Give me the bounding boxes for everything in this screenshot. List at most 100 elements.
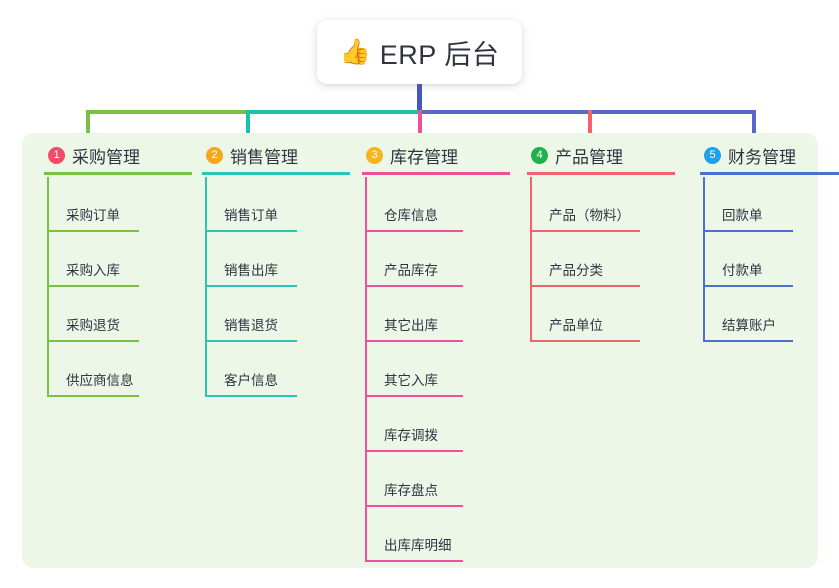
module-item-rule — [205, 395, 297, 397]
trunk-connector — [417, 84, 422, 114]
column-title-2: 销售管理 — [230, 147, 298, 167]
module-item[interactable]: 出库库明细 — [354, 507, 519, 562]
column-header-rule-4 — [527, 172, 675, 175]
module-item[interactable]: 供应商信息 — [36, 342, 196, 397]
column-items-5: 回款单付款单结算账户 — [692, 177, 832, 342]
module-item-label: 销售出库 — [224, 263, 278, 278]
module-item[interactable]: 产品库存 — [354, 232, 519, 287]
column-spine-4 — [530, 177, 532, 342]
module-item[interactable]: 库存调拨 — [354, 397, 519, 452]
module-column-5: 5 财务管理回款单付款单结算账户 — [692, 133, 839, 342]
module-item-rule — [47, 285, 139, 287]
module-item-label: 出库库明细 — [384, 538, 452, 553]
column-badge-1: 1 — [48, 146, 65, 164]
column-items-1: 采购订单采购入库采购退货供应商信息 — [36, 177, 196, 397]
diagram-title-card: 👍 ERP 后台 — [317, 20, 522, 84]
module-item-label: 销售退货 — [224, 318, 278, 333]
module-item-label: 客户信息 — [224, 373, 278, 388]
module-item-label: 采购退货 — [66, 318, 120, 333]
module-item[interactable]: 销售出库 — [194, 232, 354, 287]
module-column-1: 1 采购管理采购订单采购入库采购退货供应商信息 — [36, 133, 196, 397]
module-item-rule — [365, 340, 463, 342]
module-item-label: 产品库存 — [384, 263, 438, 278]
module-item-rule — [365, 285, 463, 287]
column-badge-4: 4 — [531, 146, 548, 164]
module-item-rule — [703, 285, 793, 287]
drop-connector-3 — [418, 110, 422, 148]
column-header-1[interactable]: 1 采购管理 — [36, 133, 196, 177]
module-item[interactable]: 采购退货 — [36, 287, 196, 342]
module-item-rule — [47, 230, 139, 232]
module-item-rule — [530, 230, 640, 232]
column-title-1: 采购管理 — [72, 147, 140, 167]
module-item-label: 采购订单 — [66, 208, 120, 223]
module-item[interactable]: 销售订单 — [194, 177, 354, 232]
module-item-label: 产品分类 — [549, 263, 603, 278]
module-item-label: 产品（物料） — [549, 208, 630, 223]
column-header-rule-3 — [362, 172, 510, 175]
thumbs-up-icon: 👍 — [339, 37, 371, 66]
column-spine-3 — [365, 177, 367, 562]
module-item-rule — [205, 230, 297, 232]
module-item[interactable]: 其它出库 — [354, 287, 519, 342]
module-item[interactable]: 产品（物料） — [519, 177, 692, 232]
column-title-5: 财务管理 — [728, 147, 796, 167]
column-items-3: 仓库信息产品库存其它出库其它入库库存调拨库存盘点出库库明细 — [354, 177, 519, 562]
module-item-rule — [365, 450, 463, 452]
module-item[interactable]: 采购入库 — [36, 232, 196, 287]
module-item[interactable]: 仓库信息 — [354, 177, 519, 232]
module-item-rule — [205, 340, 297, 342]
module-item-rule — [703, 340, 793, 342]
module-item-label: 回款单 — [722, 208, 763, 223]
drop-connector-1 — [86, 110, 90, 148]
module-item-rule — [47, 340, 139, 342]
module-item[interactable]: 采购订单 — [36, 177, 196, 232]
modules-panel: 1 采购管理采购订单采购入库采购退货供应商信息 2 销售管理销售订单销售出库销售退货… — [22, 133, 839, 568]
page-title: ERP 后台 — [379, 39, 500, 70]
module-item-label: 其它入库 — [384, 373, 438, 388]
column-header-rule-1 — [44, 172, 192, 175]
module-item-label: 付款单 — [722, 263, 763, 278]
column-badge-5: 5 — [704, 146, 721, 164]
module-item-rule — [530, 340, 640, 342]
bus-segment-left — [86, 110, 248, 114]
column-spine-1 — [47, 177, 49, 397]
module-item-label: 结算账户 — [722, 318, 776, 333]
module-item-rule — [205, 285, 297, 287]
module-item-label: 仓库信息 — [384, 208, 438, 223]
column-title-3: 库存管理 — [390, 147, 458, 167]
module-item[interactable]: 回款单 — [692, 177, 832, 232]
module-item-label: 销售订单 — [224, 208, 278, 223]
drop-connector-2 — [246, 110, 250, 148]
module-item-rule — [530, 285, 640, 287]
module-item[interactable]: 其它入库 — [354, 342, 519, 397]
module-column-2: 2 销售管理销售订单销售出库销售退货客户信息 — [194, 133, 354, 397]
column-header-2[interactable]: 2 销售管理 — [194, 133, 354, 177]
module-item-label: 库存盘点 — [384, 483, 438, 498]
column-spine-2 — [205, 177, 207, 397]
module-item[interactable]: 库存盘点 — [354, 452, 519, 507]
drop-connector-5 — [752, 110, 756, 148]
module-item[interactable]: 客户信息 — [194, 342, 354, 397]
column-badge-2: 2 — [206, 146, 223, 164]
module-item-label: 库存调拨 — [384, 428, 438, 443]
column-header-rule-5 — [700, 172, 839, 175]
column-header-rule-2 — [202, 172, 350, 175]
module-item[interactable]: 产品单位 — [519, 287, 692, 342]
bus-segment-middle — [246, 110, 422, 114]
module-item[interactable]: 销售退货 — [194, 287, 354, 342]
module-item-rule — [365, 560, 463, 562]
module-item-label: 采购入库 — [66, 263, 120, 278]
module-item[interactable]: 付款单 — [692, 232, 832, 287]
column-items-4: 产品（物料） 产品分类产品单位 — [519, 177, 692, 342]
module-item-rule — [365, 395, 463, 397]
column-header-5[interactable]: 5 财务管理 — [692, 133, 839, 177]
module-item[interactable]: 结算账户 — [692, 287, 832, 342]
module-item[interactable]: 产品分类 — [519, 232, 692, 287]
drop-connector-4 — [588, 110, 592, 148]
module-item-label: 其它出库 — [384, 318, 438, 333]
